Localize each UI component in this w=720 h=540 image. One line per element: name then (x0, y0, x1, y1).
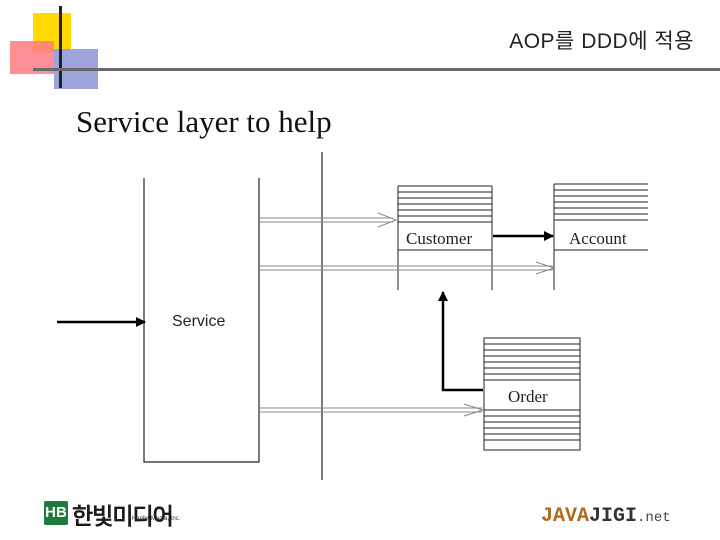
customer-label: Customer (406, 229, 472, 248)
account-box (553, 183, 648, 290)
service-to-account-arrow (259, 261, 556, 275)
slide-title: AOP를 DDD에 적용 (509, 30, 694, 53)
javajigi-logo: JAVAJIGI.net (541, 505, 671, 528)
order-label: Order (508, 387, 548, 406)
order-to-customer-arrow (438, 291, 483, 392)
decoration-vertical-line (59, 6, 62, 88)
hanbit-english-text: Hanbit Media, Inc. (132, 516, 181, 522)
title-underline (33, 68, 720, 71)
hanbit-mark-icon: HB (44, 501, 68, 525)
service-label: Service (172, 313, 225, 330)
customer-box (397, 185, 493, 290)
javajigi-net-text: .net (637, 510, 671, 526)
service-to-customer-arrow (259, 212, 398, 228)
hanbit-korean-text: 한빛미디어 (72, 503, 174, 529)
order-box (483, 337, 581, 451)
service-to-order-arrow (259, 403, 485, 417)
slide-heading: Service layer to help (76, 104, 332, 139)
javajigi-jigi-text: JIGI (589, 505, 638, 528)
javajigi-java-text: JAVA (541, 505, 590, 528)
account-label: Account (569, 229, 627, 248)
